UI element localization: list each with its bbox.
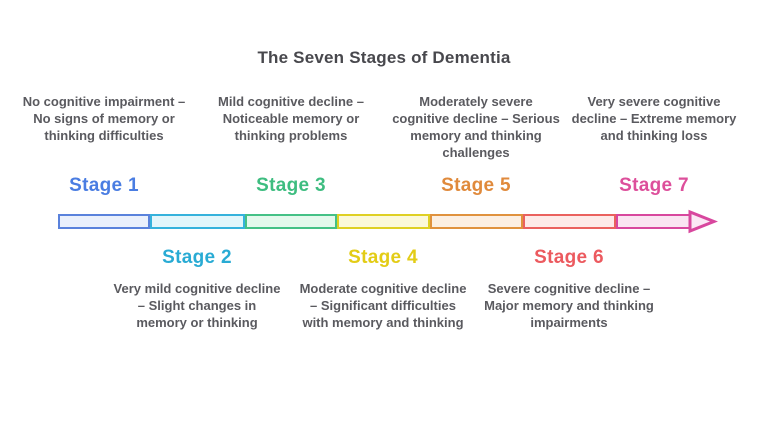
page-title: The Seven Stages of Dementia — [257, 48, 511, 67]
stage-2-label: Stage 2 — [162, 247, 232, 268]
arrow-head-icon — [688, 209, 718, 234]
arrow-segment-stage-4 — [337, 214, 430, 229]
stage-4-description: Moderate cognitive decline – Significant… — [299, 281, 467, 330]
stage-1-description: No cognitive impairment – No signs of me… — [22, 94, 186, 143]
arrow-segment-stage-2 — [150, 214, 245, 229]
stage-6-label: Stage 6 — [534, 247, 604, 268]
stage-4-label: Stage 4 — [348, 247, 418, 268]
stage-3-label: Stage 3 — [256, 175, 326, 196]
stage-5-description: Moderately severe cognitive decline – Se… — [392, 94, 560, 160]
timeline-arrow — [58, 214, 694, 229]
arrow-segment-stage-7 — [616, 214, 694, 229]
stage-1-label: Stage 1 — [69, 175, 139, 196]
arrow-segment-stage-1 — [58, 214, 150, 229]
arrow-segment-stage-3 — [245, 214, 337, 229]
stage-6-description: Severe cognitive decline – Major memory … — [484, 281, 654, 330]
stage-5-label: Stage 5 — [441, 175, 511, 196]
stage-2-description: Very mild cognitive decline – Slight cha… — [113, 281, 281, 330]
stage-3-description: Mild cognitive decline – Noticeable memo… — [218, 94, 364, 143]
stage-7-label: Stage 7 — [619, 175, 689, 196]
arrow-segment-stage-5 — [430, 214, 523, 229]
stage-7-description: Very severe cognitive decline – Extreme … — [571, 94, 737, 143]
arrow-segment-stage-6 — [523, 214, 616, 229]
